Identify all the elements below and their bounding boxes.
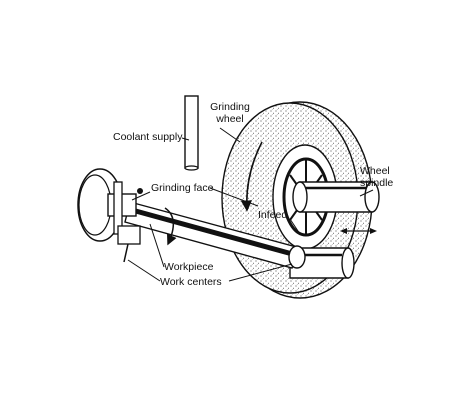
workpiece-rotation-arrow <box>164 207 177 246</box>
coolant-supply-pipe <box>184 95 199 171</box>
label-grinding-wheel-line2: wheel <box>216 113 244 125</box>
label-grinding-wheel-line1: Grinding <box>210 101 250 113</box>
headstock-work-center <box>77 168 143 263</box>
workpiece-bar <box>124 201 306 269</box>
label-wheel-spindle-line1: Wheel <box>360 165 390 177</box>
infeed-arrow <box>340 228 377 234</box>
label-wheel-spindle-line2: spindle <box>360 177 394 189</box>
label-grinding-wheel: Grinding wheel <box>200 101 260 125</box>
label-grinding-face: Grinding face <box>151 182 214 194</box>
leader-lines <box>127 127 374 282</box>
wheel-spindle <box>292 181 380 213</box>
wheel-rotation-arrow <box>240 141 263 212</box>
label-coolant-supply: Coolant supply <box>113 131 183 143</box>
label-infeed: Infeed <box>258 209 288 221</box>
label-workpiece: Workpiece <box>164 261 214 273</box>
label-work-centers: Work centers <box>160 276 222 288</box>
label-wheel-spindle: Wheel spindle <box>360 165 420 189</box>
